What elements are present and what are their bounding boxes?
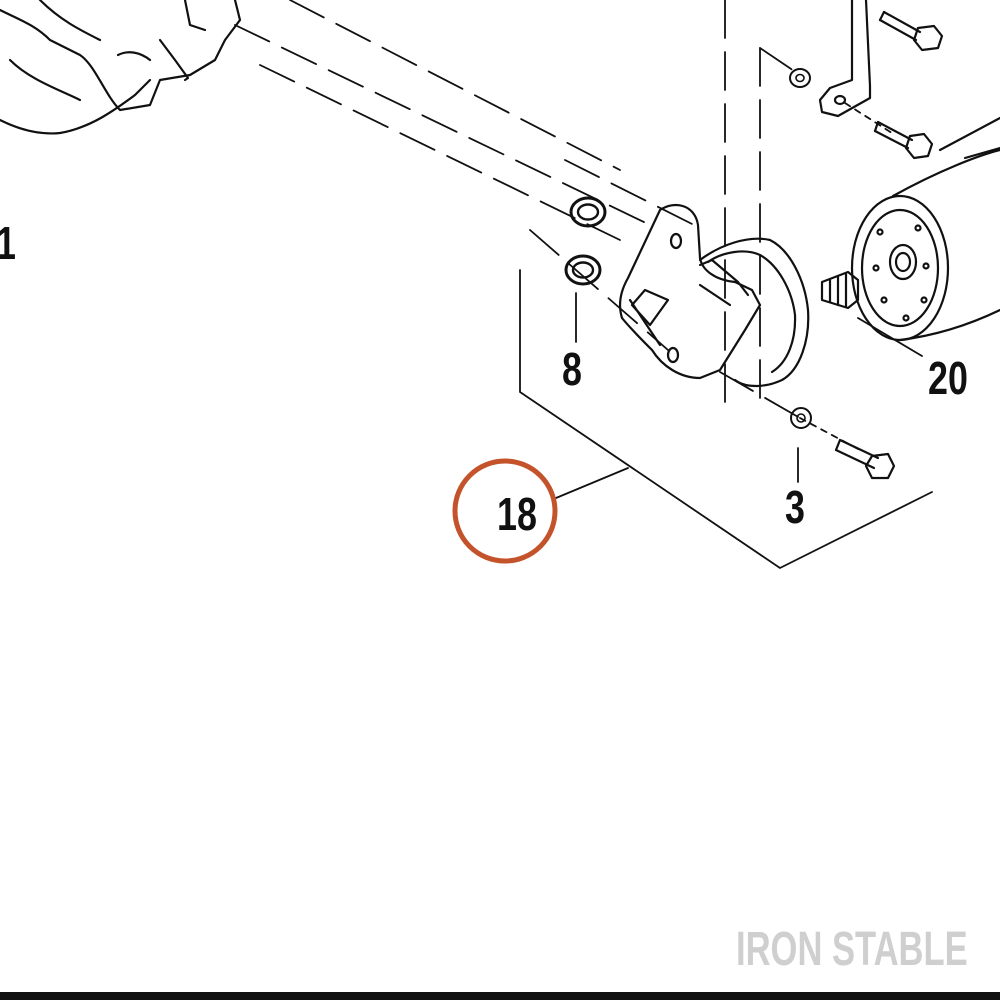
o-ring-upper <box>569 196 607 228</box>
engine-case-fragment <box>0 0 242 135</box>
assembly-bracket-18 <box>519 269 933 569</box>
bottom-border-bar <box>0 992 1000 1000</box>
mounting-bracket <box>818 0 872 118</box>
bolt-middle <box>873 120 934 160</box>
bolt-top <box>878 10 944 52</box>
callout-label-8: 8 <box>562 343 582 395</box>
bolt-lower <box>834 438 896 480</box>
washer-upper <box>789 68 811 88</box>
washer-lower <box>790 407 812 429</box>
callout-label-18: 18 <box>497 488 537 540</box>
callout-label-3: 3 <box>785 481 805 533</box>
highlight-ring-18 <box>452 458 558 564</box>
oil-filter <box>850 116 1000 342</box>
o-ring-lower <box>564 254 602 286</box>
filter-adapter <box>618 203 810 388</box>
leader-line-20 <box>857 317 923 357</box>
callout-label-20: 20 <box>928 352 968 404</box>
watermark-text: IRON STABLE <box>736 923 968 976</box>
callout-label-cut-off: 1 <box>0 220 16 266</box>
